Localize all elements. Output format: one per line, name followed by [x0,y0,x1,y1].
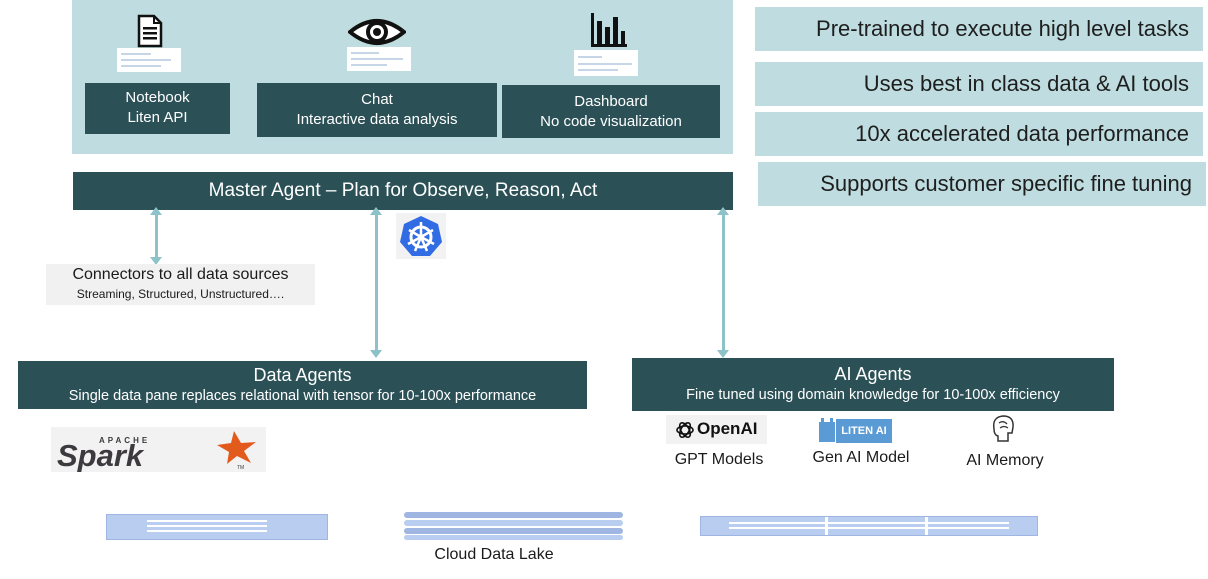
chat-thumbnail [347,47,411,71]
data-agents-subtitle: Single data pane replaces relational wit… [68,388,537,404]
brain-icon [992,415,1014,442]
document-icon [137,14,163,48]
dashboard-title: Dashboard [574,93,648,110]
data-table-right [700,516,1038,536]
dashboard-thumbnail [574,50,638,76]
master-agent-bar: Master Agent – Plan for Observe, Reason,… [73,172,733,210]
openai-logo-text: OpenAI [697,419,758,438]
eye-icon [348,19,406,45]
gpt-models-label: GPT Models [674,451,764,468]
connectors-title: Connectors to all data sources [72,266,289,283]
spark-logo: APACHE Spark TM [51,427,266,473]
bar-chart-icon [591,13,627,47]
arrow-master-data-agents [370,207,382,358]
liten-ai-logo: LITEN AI [836,419,892,443]
openai-logo: OpenAI [666,415,767,444]
notebook-title: Notebook [125,89,190,106]
feature-2: Uses best in class data & AI tools [755,62,1203,106]
data-agents-title: Data Agents [253,365,352,385]
arrow-master-connectors [150,207,162,265]
feature-1: Pre-trained to execute high level tasks [755,7,1203,51]
ai-agents-subtitle: Fine tuned using domain knowledge for 10… [686,387,1060,403]
ai-agents-title: AI Agents [834,364,912,384]
ai-memory-label: AI Memory [966,452,1044,469]
kubernetes-icon-box [396,213,446,259]
arrow-master-ai-agents [717,207,729,358]
brain-chip-icon [819,418,835,442]
cloud-data-lake-label: Cloud Data Lake [434,546,554,563]
openai-knot-icon [676,421,694,439]
gen-ai-model-label: Gen AI Model [812,449,910,466]
connectors-box: Connectors to all data sources Streaming… [46,264,315,305]
chat-card[interactable]: Chat Interactive data analysis [257,83,497,137]
kubernetes-icon [400,216,442,256]
spark-star-icon: APACHE Spark TM [57,431,256,473]
svg-text:APACHE: APACHE [99,436,150,445]
svg-text:TM: TM [237,465,244,471]
notebook-subtitle: Liten API [127,109,188,126]
feature-3: 10x accelerated data performance [755,112,1203,156]
connectors-subtitle: Streaming, Structured, Unstructured…. [76,287,285,301]
data-stack-center [404,512,623,540]
notebook-card[interactable]: Notebook Liten API [85,83,230,134]
ai-agents-bar: AI Agents Fine tuned using domain knowle… [632,358,1114,411]
svg-text:Spark: Spark [57,438,145,472]
feature-4: Supports customer specific fine tuning [758,162,1206,206]
data-card-left [106,514,328,540]
notebook-thumbnail [117,48,181,72]
chat-subtitle: Interactive data analysis [296,111,458,128]
dashboard-subtitle: No code visualization [540,113,682,130]
chat-title: Chat [361,91,393,108]
data-agents-bar: Data Agents Single data pane replaces re… [18,361,587,409]
dashboard-card[interactable]: Dashboard No code visualization [502,85,720,138]
